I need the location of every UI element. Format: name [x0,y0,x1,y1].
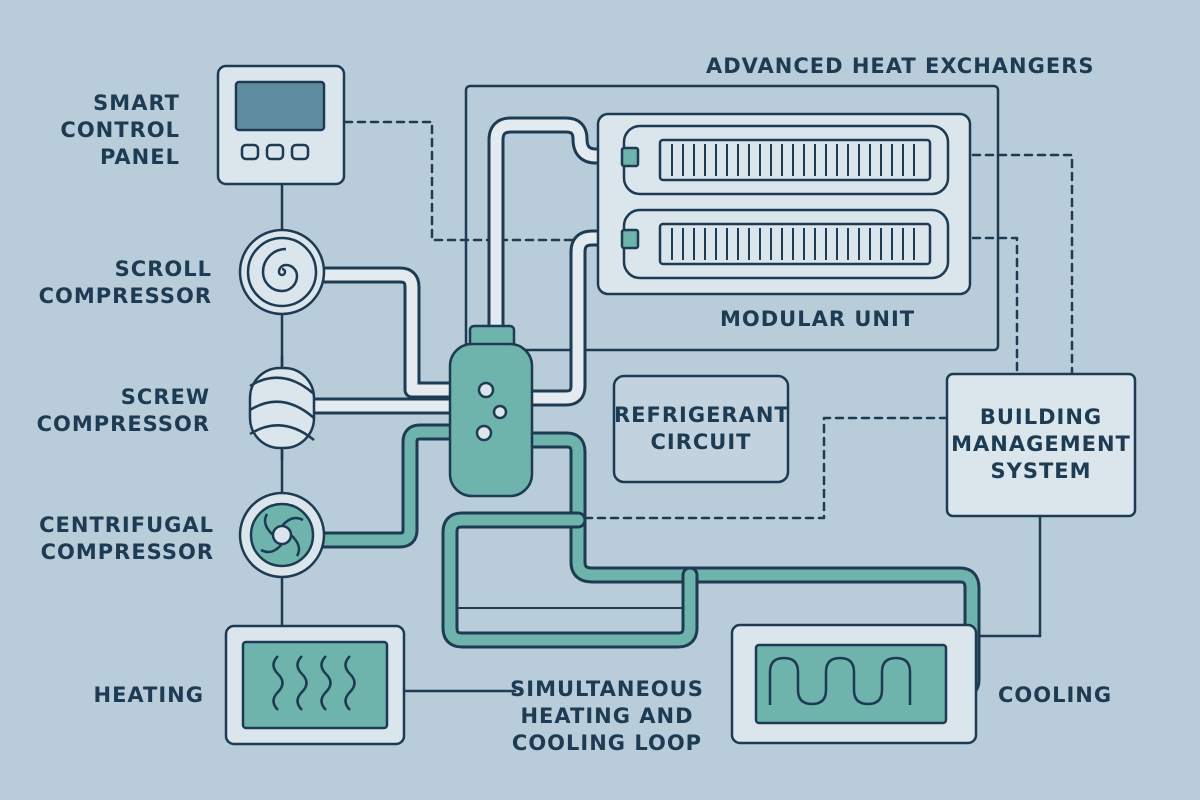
heat-wave-icon-3 [320,655,332,711]
bubble-icon-3 [475,424,493,442]
centrifugal-compressor [238,491,326,579]
label-advanced-heat-exchangers: ADVANCED HEAT EXCHANGERS [706,54,1095,78]
label-scroll-compressor: SCROLL COMPRESSOR [38,257,212,308]
label-screw-compressor: SCREW COMPRESSOR [36,385,210,436]
label-heating: HEATING [93,683,204,707]
heat-wave-icon-2 [296,655,308,711]
label-smart-control-panel: SMART CONTROL PANEL [60,91,180,169]
control-panel-screen [234,80,326,132]
label-building-management-system: BUILDING MANAGEMENT SYSTEM [951,405,1131,483]
pipe-centrifugal-to-vessel-outline [313,423,464,549]
impeller-icon [271,524,293,546]
scroll-compressor [238,228,326,316]
heat-wave-icon-4 [344,655,356,711]
pipe-loop-return [444,514,696,646]
cooling-unit [730,623,978,745]
bubble-icon-1 [477,381,495,399]
bubble-icon-2 [492,404,508,420]
bms-box [945,372,1137,518]
control-panel-button-3 [290,143,310,161]
heat-exchangers-housing [596,112,972,296]
exchanger-fins [671,144,915,260]
control-line-bms-2 [958,236,1019,374]
screw-compressor [248,356,316,460]
label-centrifugal-compressor: CENTRIFUGAL COMPRESSOR [39,513,214,564]
refrigerant-circuit-box [612,374,790,484]
label-simultaneous-loop: SIMULTANEOUS HEATING AND COOLING LOOP [510,677,704,755]
smart-control-panel [216,64,346,186]
label-refrigerant-circuit: REFRIGERANT CIRCUIT [614,403,790,454]
control-line-panel [343,120,622,242]
label-modular-unit: MODULAR UNIT [720,307,916,331]
modular-unit-frame [464,84,1000,352]
pipe-scroll-to-vessel-outline [316,266,464,399]
refrigerant-vessel [448,324,534,498]
cooling-coil-icon [768,656,912,706]
heat-wave-icon-1 [272,655,284,711]
label-cooling: COOLING [998,683,1113,707]
control-line-bms-1 [958,153,1074,374]
pipe-centrifugal-to-vessel [316,426,461,546]
pipe-vessel-to-top-exchanger [490,119,628,341]
control-line-bms-3 [578,416,949,520]
control-panel-button-1 [240,143,260,161]
control-panel-button-2 [265,143,285,161]
heating-unit [224,624,406,746]
scroll-spiral-icon [261,247,299,293]
pipe-vessel-to-bottom-exchanger [524,232,628,404]
pipe-scroll-to-vessel [319,269,461,396]
